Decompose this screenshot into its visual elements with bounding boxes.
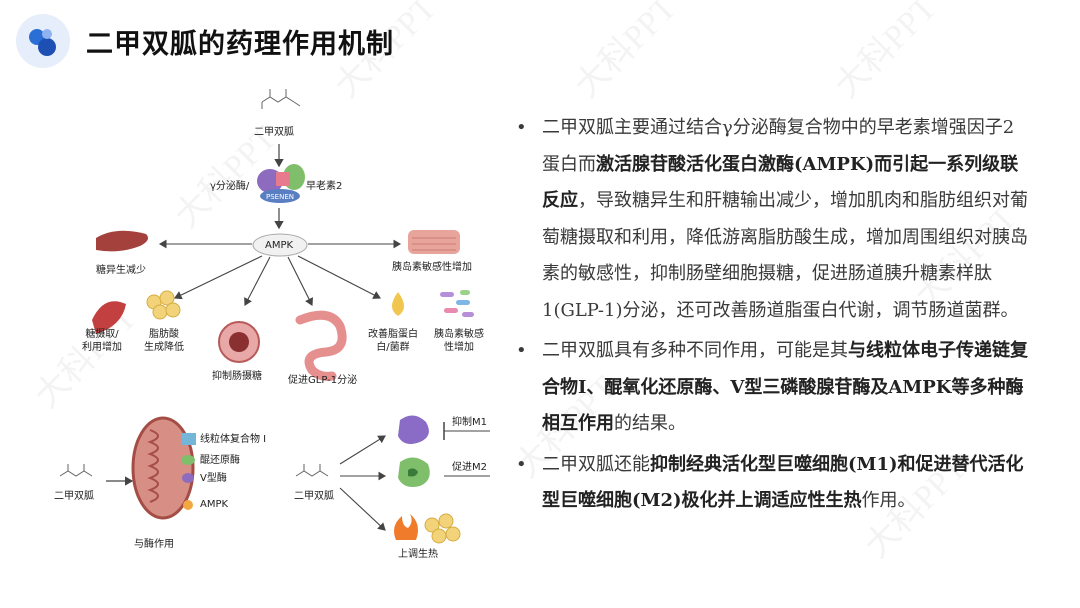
bullet-marker: • (516, 340, 527, 361)
enzyme-item: V型酶 (200, 473, 227, 484)
ampk-dot-icon (183, 500, 193, 510)
bullet-text-bold: 抑制经典活化型巨噬细胞(M1)和促进替代活化型巨噬细胞(M2)极化并上调适应性生… (542, 453, 1024, 512)
heat-label: 上调生热 (398, 549, 438, 560)
brand-logo-icon (29, 29, 56, 56)
brand-logo (16, 14, 70, 68)
mechanism-diagram: 二甲双胍 γ分泌酶/ 早老素2 PSENEN AMPK 糖异生减少 胰岛素敏感性… (0, 80, 520, 608)
watermark: 大科PPT (561, 0, 685, 107)
muscle-icon (92, 301, 126, 334)
bullet-text-bold: 激活腺苷酸活化蛋白激酶(AMPK)而引起一系列级联反应 (542, 153, 1019, 212)
gluconeogenesis-label: 糖异生减少 (96, 265, 146, 276)
lipoprotein-label: 改善脂蛋白 白/菌群 (368, 328, 418, 354)
ampk-label: AMPK (265, 240, 294, 251)
lipid-drop-icon (392, 292, 404, 316)
glucose-uptake-label: 糖摄取/ 利用增加 (82, 328, 122, 354)
watermark: 大科PPT (821, 0, 945, 107)
nicastrin-label: 早老素2 (306, 181, 343, 192)
insulin-sensitivity-label: 胰岛素敏感性增加 (392, 262, 472, 273)
bullet-text: ，导致糖异生和肝糖输出减少，增加肌肉和脂肪组织对葡萄糖摄取和利用，降低游离脂肪酸… (542, 190, 1028, 321)
bullet-item: • 二甲双胍还能抑制经典活化型巨噬细胞(M1)和促进替代活化型巨噬细胞(M2)极… (512, 447, 1032, 520)
intestinal-label: 抑制肠摄糖 (212, 371, 262, 382)
lipoprotein-line2: 白/菌群 (376, 342, 410, 353)
complex-i-icon (182, 433, 196, 445)
bullet-text: 二甲双胍主要通过结合γ分泌酶复合物中的早老素增强因子2蛋白而 (542, 117, 1015, 175)
lipoprotein-line1: 改善脂蛋白 (368, 329, 418, 340)
bullet-text-bold: 与线粒体电子传递链复合物I、醌氧化还原酶、V型三磷酸腺苷酶及AMPK等多种酶相互… (542, 340, 1028, 434)
bullet-text: 的结果。 (614, 413, 686, 434)
m1-macrophage-icon (398, 415, 429, 444)
psenen-label: PSENEN (266, 193, 294, 201)
fat-cells-icon (146, 290, 181, 320)
drug-label: 二甲双胍 (254, 127, 294, 138)
enzyme-caption: 与酶作用 (134, 539, 174, 550)
insulin-sens2-line2: 性增加 (444, 342, 474, 353)
insulin-sens2-label: 胰岛素敏感 性增加 (434, 328, 484, 354)
diagram-graphics (59, 89, 490, 544)
fatty-acid-line2: 生成降低 (144, 342, 184, 353)
bullet-marker: • (516, 117, 527, 138)
bullet-marker: • (516, 453, 527, 475)
insulin-sens2-line1: 胰岛素敏感 (434, 329, 484, 340)
mitochondrion-icon (131, 416, 195, 520)
bullet-text: 二甲双胍还能 (542, 453, 650, 475)
bottom-left-drug-label: 二甲双胍 (54, 491, 94, 502)
v-type-atpase-icon (182, 473, 194, 483)
molecule-icon (295, 464, 329, 477)
quinone-reductase-icon (181, 455, 195, 465)
liver-icon (96, 230, 148, 252)
bullet-list: • 二甲双胍主要通过结合γ分泌酶复合物中的早老素增强因子2蛋白而激活腺苷酸活化蛋… (512, 110, 1032, 524)
bottom-right-drug-label: 二甲双胍 (294, 491, 334, 502)
enzyme-item: 线粒体复合物 I (200, 434, 267, 445)
glp1-label: 促进GLP-1分泌 (288, 375, 358, 386)
molecule-icon (261, 89, 301, 109)
bullet-text: 二甲双胍具有多种不同作用，可能是其 (542, 340, 848, 361)
bullet-text: 作用。 (861, 490, 916, 511)
fatty-acid-label: 脂肪酸 生成降低 (144, 328, 184, 354)
glucose-uptake-line2: 利用增加 (82, 342, 122, 353)
fatty-acid-line1: 脂肪酸 (149, 329, 179, 340)
flame-icon (394, 514, 418, 540)
bullet-item: • 二甲双胍主要通过结合γ分泌酶复合物中的早老素增强因子2蛋白而激活腺苷酸活化蛋… (512, 110, 1032, 329)
inhibit-m1-label: 抑制M1 (452, 417, 487, 428)
bacteria-icon (440, 290, 474, 317)
glucose-uptake-line1: 糖摄取/ (85, 329, 119, 340)
enzyme-item: AMPK (200, 499, 229, 510)
intestine-icon (295, 310, 347, 381)
molecule-icon (59, 464, 93, 477)
gamma-label: γ分泌酶/ (210, 181, 250, 192)
tissue-icon (408, 230, 460, 254)
fat-cells-icon (424, 513, 461, 544)
promote-m2-label: 促进M2 (452, 462, 487, 473)
bullet-item: • 二甲双胍具有多种不同作用，可能是其与线粒体电子传递链复合物I、醌氧化还原酶、… (512, 333, 1032, 443)
enzyme-item: 醌还原酶 (200, 455, 240, 466)
page-title: 二甲双胍的药理作用机制 (86, 29, 394, 60)
